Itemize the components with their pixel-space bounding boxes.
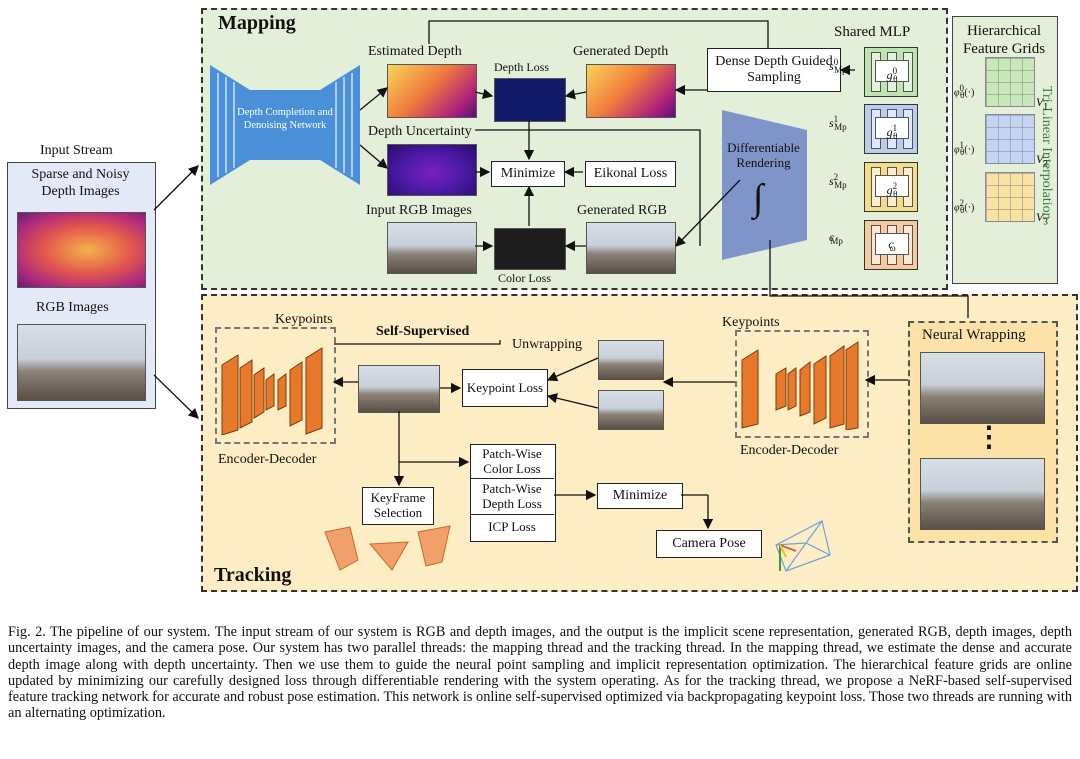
generated-depth-image [586, 64, 676, 118]
phi-label: φ1θ(·) [954, 140, 975, 158]
network-label: Depth Completion and Denoising Network [237, 107, 333, 131]
depth-uncertainty-label: Depth Uncertainty [368, 124, 472, 139]
encoder-decoder-left-shape [221, 347, 323, 435]
mlp-signal-label: cMp [829, 230, 843, 247]
depth-input-label: Sparse and Noisy Depth Images [31, 167, 130, 199]
hierarchical-grids-label: Hierarchical Feature Grids [962, 23, 1046, 57]
tracking-title: Tracking [214, 564, 292, 586]
unwrapping-label: Unwrapping [512, 337, 582, 352]
tracking-minimize-box: Minimize [597, 483, 683, 509]
mapping-minimize-box: Minimize [491, 161, 565, 187]
unwrapped-image-1 [598, 340, 664, 380]
integral-symbol: ∫ [753, 177, 764, 219]
feature-grid-cube [985, 114, 1035, 164]
mlp-block: cω [864, 220, 918, 270]
encoder-decoder-left-label: Encoder-Decoder [218, 452, 317, 467]
mlp-block: g0θ [864, 47, 918, 97]
rgb-input-image [17, 324, 146, 401]
camera-pose-box: Camera Pose [656, 530, 762, 558]
differentiable-rendering-block [722, 110, 807, 260]
depth-loss-label: Depth Loss [494, 60, 549, 74]
grid-level-label: V2 [1036, 152, 1048, 169]
keyframe-pyramids [324, 525, 451, 571]
mlp-block: g2θ [864, 162, 918, 212]
phi-label: φ2θ(·) [954, 198, 975, 216]
unwrapped-image-2 [598, 390, 664, 430]
icp-loss: ICP Loss [488, 519, 536, 534]
figure-caption: Fig. 2. The pipeline of our system. The … [8, 624, 1072, 722]
encoder-decoder-right-label: Encoder-Decoder [740, 443, 839, 458]
loss-stack-box [470, 444, 556, 542]
color-loss-label: Color Loss [498, 271, 552, 285]
mlp-label: g1θ [875, 117, 909, 141]
eikonal-loss-box: Eikonal Loss [585, 161, 676, 187]
camera-frustum-icon [775, 520, 831, 572]
patch-color-loss: Patch-Wise Color Loss [470, 444, 554, 479]
wrapping-image-1 [920, 352, 1045, 424]
grid-level-label: V1 [1036, 95, 1048, 112]
feature-grid-cube [985, 57, 1035, 107]
input-stream-title: Input Stream [40, 143, 113, 158]
generated-depth-label: Generated Depth [573, 44, 669, 59]
mlp-label: g0θ [875, 60, 909, 84]
mapping-title: Mapping [218, 12, 296, 34]
trilinear-label: Tri-Linear Interpolation [1039, 86, 1054, 220]
keyframe-selection-box: KeyFrame Selection [362, 487, 434, 525]
sparse-depth-image [17, 212, 146, 288]
neural-wrapping-label: Neural Wrapping [922, 327, 1026, 343]
mlp-label: cω [875, 233, 909, 255]
mlp-signal-label: s1Mp [829, 114, 847, 133]
rgb-input-label: RGB Images [36, 300, 109, 315]
mlp-block: g1θ [864, 104, 918, 154]
input-rgb-image [387, 222, 477, 274]
patch-depth-loss: Patch-Wise Depth Loss [470, 478, 554, 515]
keypoints-left-label: Keypoints [275, 312, 333, 327]
mlp-signal-label: s2Mp [829, 172, 847, 191]
wrapping-image-2 [920, 458, 1045, 530]
depth-uncertainty-image [387, 144, 477, 196]
grid-level-label: V3 [1036, 210, 1048, 227]
feature-grid-cube [985, 172, 1035, 222]
generated-rgb-label: Generated RGB [577, 203, 667, 218]
phi-label: φ0θ(·) [954, 83, 975, 101]
shared-mlp-label: Shared MLP [834, 24, 911, 40]
depth-loss-image [494, 78, 566, 122]
estimated-depth-label: Estimated Depth [368, 44, 462, 59]
mlp-label: g2θ [875, 175, 909, 199]
keypoint-image [358, 365, 440, 413]
input-rgb-label: Input RGB Images [366, 203, 472, 218]
depth-completion-network [210, 65, 360, 185]
keypoint-loss-box: Keypoint Loss [462, 369, 548, 407]
generated-rgb-image [586, 222, 676, 274]
encoder-decoder-right-shape [741, 341, 859, 430]
connector-arrows [153, 20, 969, 530]
wrapping-ellipsis: ⋮ [975, 422, 1003, 453]
self-supervised-label: Self-Supervised [376, 324, 470, 339]
diff-rendering-label: Differentiable Rendering [727, 140, 800, 170]
keypoints-right-label: Keypoints [722, 315, 780, 330]
